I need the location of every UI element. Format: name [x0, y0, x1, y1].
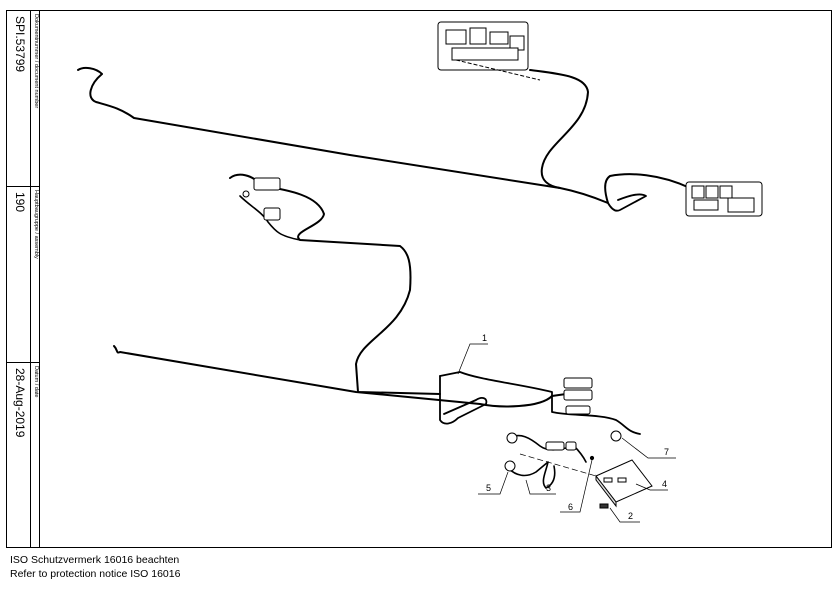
callout-leader-1: [457, 343, 488, 375]
grommet-part-5: [504, 460, 516, 472]
lower-harness-loop: [439, 375, 488, 425]
sub-harness-connector: [506, 432, 518, 444]
callout-leader-5: [478, 471, 509, 495]
callout-leader-7: [621, 437, 676, 459]
doc-number-cell: Dokumentnummer / document number SPI.537…: [6, 10, 40, 186]
lower-connector-row: [563, 377, 593, 415]
lower-harness-cable: [113, 345, 581, 408]
callout-leader-3: [525, 479, 556, 495]
middle-harness-cable: [229, 173, 441, 395]
drawing-frame: [6, 10, 832, 548]
upper-harness-loop: [607, 193, 647, 212]
title-block-divider: [6, 362, 40, 363]
callout-1: 1: [482, 333, 487, 343]
callout-7: 7: [664, 447, 669, 457]
callout-leader-4: [635, 483, 668, 491]
callout-leader-6: [560, 459, 593, 513]
protection-notice-en: Refer to protection notice ISO 16016: [10, 568, 181, 580]
callout-6: 6: [568, 502, 573, 512]
protection-notice-de: ISO Schutzvermerk 16016 beachten: [10, 554, 180, 566]
grommet-part-7: [610, 430, 622, 442]
date-cell: Datum / date 28-Aug-2019: [6, 362, 40, 548]
middle-harness-branch: [239, 195, 301, 241]
callout-2: 2: [628, 511, 633, 521]
wiring-harness-drawing: 1 2 3 4 5 6 7: [77, 21, 763, 523]
small-connector-cluster: [545, 441, 577, 451]
assembly-cell: Hauptbaugruppe / assembly 190: [6, 186, 40, 362]
upper-harness-branch: [529, 69, 589, 189]
callout-3: 3: [546, 483, 551, 493]
pin-part-6: [589, 455, 595, 461]
right-connector-assembly: [685, 181, 763, 217]
top-connector-assembly: [437, 21, 541, 81]
date-label: Datum / date: [33, 366, 39, 398]
doc-number-label: Dokumentnummer / document number: [33, 14, 39, 109]
title-block-divider: [6, 186, 40, 187]
callout-leader-2: [609, 507, 640, 523]
title-block: Dokumentnummer / document number SPI.537…: [6, 10, 40, 548]
title-block-separator: [30, 10, 31, 548]
upper-harness-cable: [77, 66, 691, 204]
date-value: 28-Aug-2019: [13, 368, 27, 438]
pin-part-2: [599, 503, 609, 509]
assembly-label: Hauptbaugruppe / assembly: [33, 190, 39, 259]
doc-number: SPI.53799: [13, 16, 27, 73]
assembly-number: 190: [13, 192, 27, 213]
control-unit: [595, 459, 653, 508]
middle-connector-cluster: [242, 177, 281, 221]
callout-5: 5: [486, 483, 491, 493]
callout-4: 4: [662, 479, 667, 489]
sub-harness-branch: [507, 461, 556, 489]
